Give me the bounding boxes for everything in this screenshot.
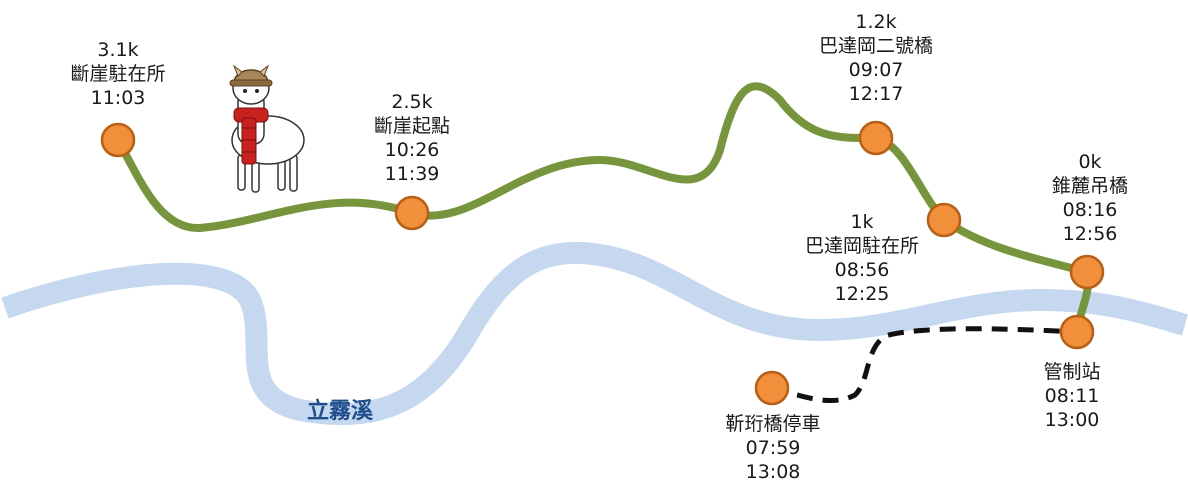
station-marker-guard[interactable]: [1059, 314, 1095, 350]
label-line: 13:00: [1045, 409, 1100, 431]
station-label-10: 1k 巴達岡駐在所 08:56 12:25: [805, 211, 919, 305]
station-marker-12[interactable]: [858, 120, 894, 156]
label-line: 12:56: [1063, 223, 1118, 245]
label-line: 08:11: [1045, 385, 1100, 407]
label-line: 斷崖駐在所: [70, 63, 165, 85]
station-label-12: 1.2k 巴達岡二號橋 09:07 12:17: [819, 11, 933, 105]
label-line: 0k: [1078, 151, 1101, 173]
station-marker-25[interactable]: [394, 195, 430, 231]
label-line: 12:17: [849, 83, 904, 105]
label-line: 1k: [850, 211, 873, 233]
alpaca-icon: [229, 64, 305, 193]
label-line: 管制站: [1043, 361, 1100, 383]
station-label-25: 2.5k 斷崖起點 10:26 11:39: [374, 91, 450, 185]
label-line: 11:03: [91, 87, 146, 109]
river: [1, 241, 1188, 426]
label-line: 巴達岡駐在所: [805, 235, 919, 257]
station-label-31: 3.1k 斷崖駐在所 11:03: [70, 39, 165, 109]
label-line: 08:56: [835, 259, 890, 281]
station-marker-parking[interactable]: [754, 370, 790, 406]
label-line: 09:07: [849, 59, 904, 81]
trail-path: [114, 82, 1093, 336]
label-line: 08:16: [1063, 199, 1118, 221]
access-road: [771, 326, 1078, 404]
label-line: 斷崖起點: [374, 115, 450, 137]
label-line: 靳珩橋停車: [725, 413, 820, 435]
station-marker-31[interactable]: [100, 122, 136, 158]
station-marker-10[interactable]: [926, 202, 962, 238]
station-marker-00[interactable]: [1069, 254, 1105, 290]
station-label-guard: 管制站 08:11 13:00: [1043, 361, 1100, 431]
label-line: 11:39: [385, 163, 440, 185]
label-line: 10:26: [385, 139, 440, 161]
label-line: 3.1k: [97, 39, 138, 61]
label-line: 1.2k: [855, 11, 896, 33]
river-label: 立霧溪: [307, 398, 374, 424]
label-line: 錐麓吊橋: [1052, 175, 1128, 197]
label-line: 巴達岡二號橋: [819, 35, 933, 57]
station-label-parking: 靳珩橋停車 07:59 13:08: [725, 413, 820, 483]
label-line: 07:59: [746, 437, 801, 459]
label-line: 13:08: [746, 461, 801, 483]
label-line: 2.5k: [391, 91, 432, 113]
label-line: 12:25: [835, 283, 890, 305]
station-label-00: 0k 錐麓吊橋 08:16 12:56: [1052, 151, 1128, 245]
